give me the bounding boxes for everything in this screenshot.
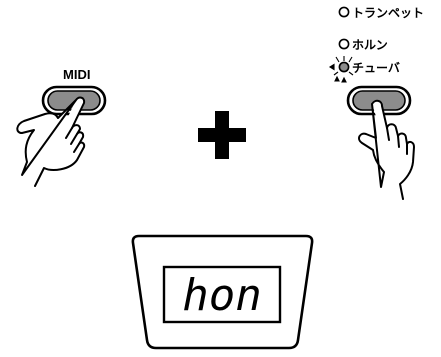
led-indicator-icon (338, 6, 350, 18)
voice-item: ホルン (338, 38, 388, 52)
voice-button-group (346, 85, 415, 200)
led-lit-indicator-icon (338, 61, 350, 73)
midi-button[interactable] (41, 85, 107, 116)
midi-button-label: MIDI (63, 67, 90, 82)
display-readout: hon (182, 270, 261, 321)
voice-item-selected: チューバ (328, 56, 400, 83)
display-panel: hon (131, 234, 314, 350)
midi-button-group: MIDI (16, 67, 107, 187)
left-pressing-hand-icon (16, 96, 86, 187)
lcd-screen (162, 265, 282, 324)
voice-item-label: ホルン (352, 38, 388, 52)
voice-item: トランペット (338, 6, 424, 20)
voice-item-label: チューバ (352, 61, 400, 75)
plus-sign-icon (198, 111, 246, 159)
voice-list: トランペット ホルン チューバ (328, 6, 424, 83)
led-glow-rays-icon (328, 56, 354, 83)
right-pressing-hand-icon (358, 99, 415, 200)
voice-item-label: トランペット (352, 6, 424, 20)
led-indicator-icon (338, 38, 350, 50)
